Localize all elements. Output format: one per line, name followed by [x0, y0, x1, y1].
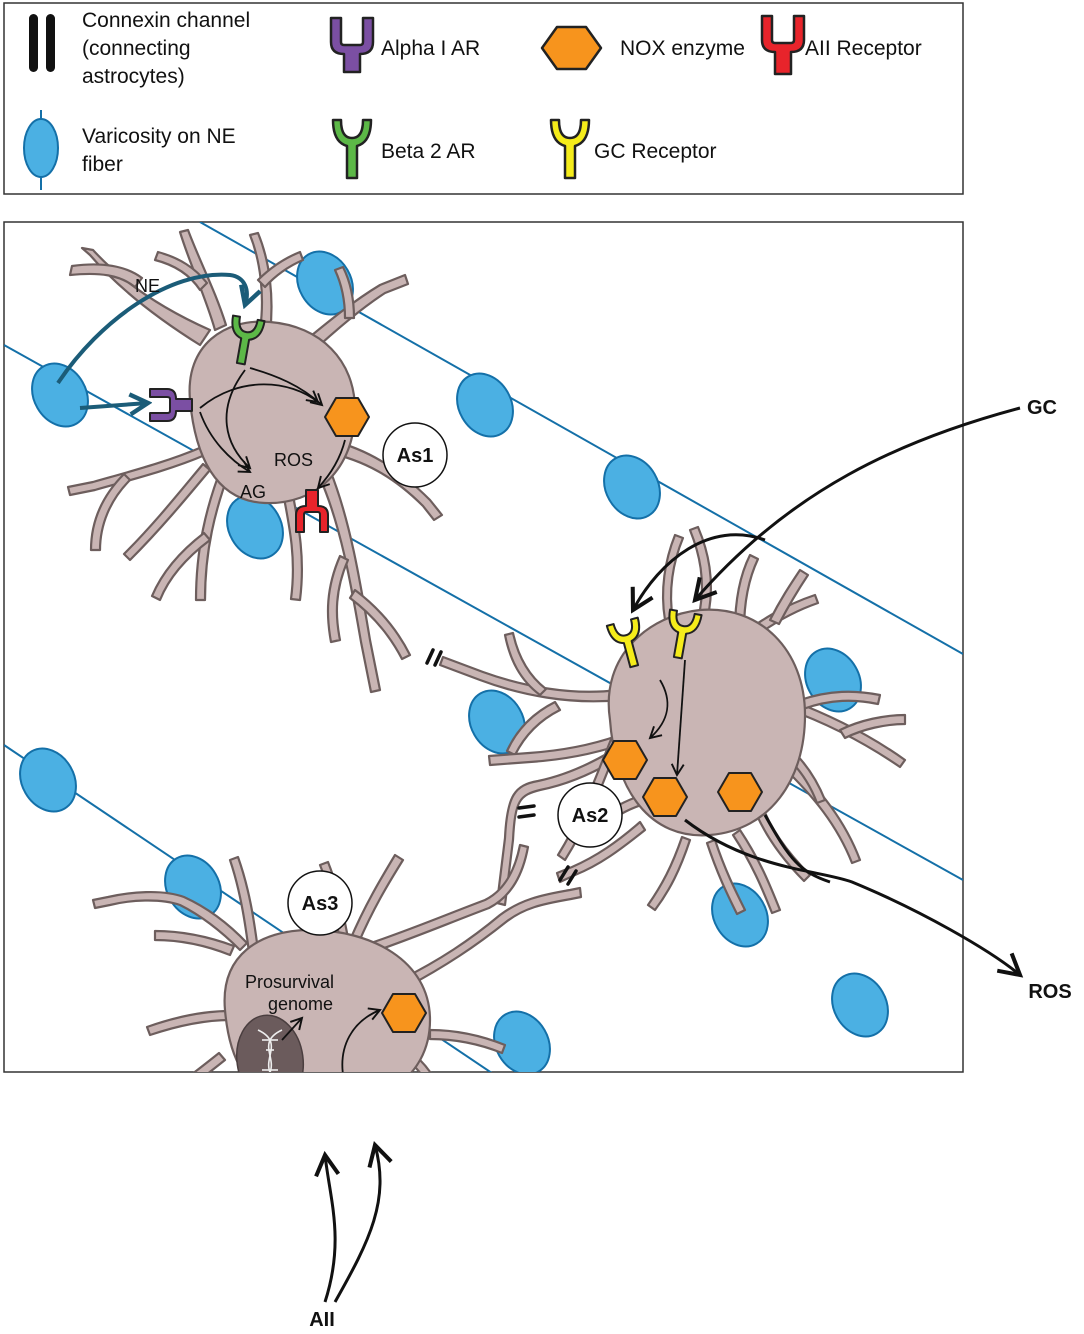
nucleus-label: Nucleus — [124, 1082, 189, 1102]
prosurvival-label-2: genome — [268, 994, 333, 1014]
as2-gc-receptor-icon-2 — [668, 608, 703, 660]
ne-arrow-curved — [56, 272, 247, 385]
legend: Connexin channel (connecting astrocytes)… — [3, 2, 964, 195]
as1-label: As1 — [397, 445, 434, 467]
legend-beta-label: Beta 2 AR — [381, 140, 476, 163]
legend-varicosity-label-1: Varicosity on NE — [82, 125, 236, 148]
ros-inner-label: ROS — [274, 450, 313, 470]
as3-label: As3 — [302, 893, 339, 915]
legend-nox-label: NOX enzyme — [620, 37, 745, 60]
as3-aii-receptor-icon-1 — [310, 1110, 342, 1152]
as2-label-circle — [557, 782, 623, 848]
ros-out-arrows — [684, 814, 1024, 978]
legend-connexin-label-1: Connexin channel — [82, 9, 250, 32]
connexin-channel-icon — [29, 14, 55, 72]
legend-gc-label: GC Receptor — [594, 140, 717, 163]
main-panel — [3, 221, 964, 1073]
aii-receptor-icon — [760, 14, 806, 76]
as2-nox-enzyme-icon-3 — [717, 772, 763, 812]
nucleus-pointer-dot — [259, 1089, 266, 1096]
as2-label: As2 — [572, 805, 609, 827]
legend-alpha-label: Alpha I AR — [381, 37, 480, 60]
as3-signal-arrows — [281, 1007, 382, 1072]
dna-icon — [257, 1029, 283, 1072]
as2-signal-arrows — [648, 659, 686, 777]
as2-nox-enzyme-icon-1 — [602, 740, 648, 780]
varicosity-icon — [23, 110, 59, 190]
as3-aii-receptor-icon-2 — [347, 1099, 389, 1148]
as1-signal-arrows — [199, 367, 346, 490]
ag-label: AG — [240, 482, 266, 502]
as3-nox-enzyme-icon — [381, 993, 427, 1033]
ne-arrow-straight — [79, 403, 148, 408]
aii-arrows — [314, 1140, 393, 1303]
aii-label: AII — [309, 1309, 335, 1331]
gc-label: GC — [1027, 397, 1057, 419]
ros-out-label: ROS — [1028, 981, 1071, 1003]
as1-alpha-ar-icon — [149, 388, 193, 422]
alpha-ar-icon — [329, 16, 375, 74]
connexin-channels — [425, 648, 578, 886]
gc-arrows — [630, 406, 1021, 614]
as1-beta-ar-icon — [231, 314, 266, 366]
beta-ar-icon — [331, 118, 373, 180]
prosurvival-label-1: Prosurvival — [245, 972, 334, 992]
legend-connexin-label-2: (connecting — [82, 37, 191, 60]
legend-varicosity-label-2: fiber — [82, 153, 123, 176]
legend-aii-label: AII Receptor — [805, 37, 922, 60]
as1-aii-receptor-icon — [295, 489, 329, 533]
gc-receptor-icon — [549, 118, 591, 180]
nox-enzyme-icon — [540, 25, 603, 71]
ne-label: NE — [135, 276, 160, 296]
legend-connexin-label-3: astrocytes) — [82, 65, 185, 88]
as2-gc-receptor-icon-1 — [605, 616, 641, 669]
as3-label-circle — [287, 870, 353, 936]
as2-nox-enzyme-icon-2 — [642, 777, 688, 817]
as1-nox-enzyme-icon — [324, 397, 370, 437]
varicosities — [19, 250, 889, 1072]
as1-label-circle — [382, 422, 448, 488]
